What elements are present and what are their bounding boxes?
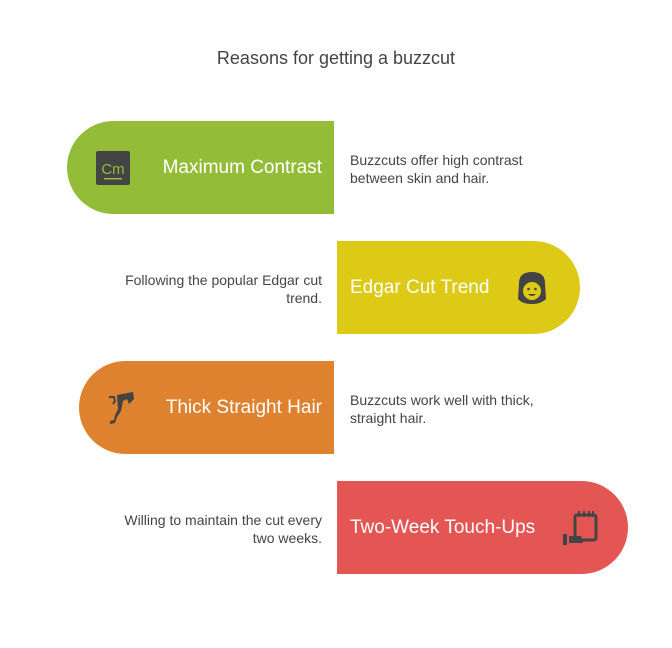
svg-text:Cm: Cm <box>101 161 124 178</box>
contrast-cm-icon: Cm <box>96 151 130 185</box>
item-maximum-contrast: Cm Maximum Contrast <box>67 121 334 214</box>
item-label: Edgar Cut Trend <box>350 276 490 298</box>
head-profile-icon <box>109 392 134 424</box>
item-label: Thick Straight Hair <box>165 396 322 418</box>
diagram-title: Reasons for getting a buzzcut <box>216 48 456 68</box>
item-two-week-touch-ups: Two-Week Touch-Ups <box>337 481 628 574</box>
item-description: Buzzcuts offer high contrast between ski… <box>350 152 523 186</box>
item-description: Following the popular Edgar cut trend. <box>125 272 322 306</box>
item-thick-straight-hair: Thick Straight Hair <box>79 361 334 454</box>
item-description: Buzzcuts work well with thick, straight … <box>350 392 534 426</box>
face-haircut-icon <box>518 272 546 304</box>
item-label: Maximum Contrast <box>162 156 322 178</box>
item-edgar-cut-trend: Edgar Cut Trend <box>337 241 580 334</box>
item-label: Two-Week Touch-Ups <box>350 516 536 538</box>
calendar-hand-icon <box>563 511 598 545</box>
item-description: Willing to maintain the cut every two we… <box>124 512 322 546</box>
